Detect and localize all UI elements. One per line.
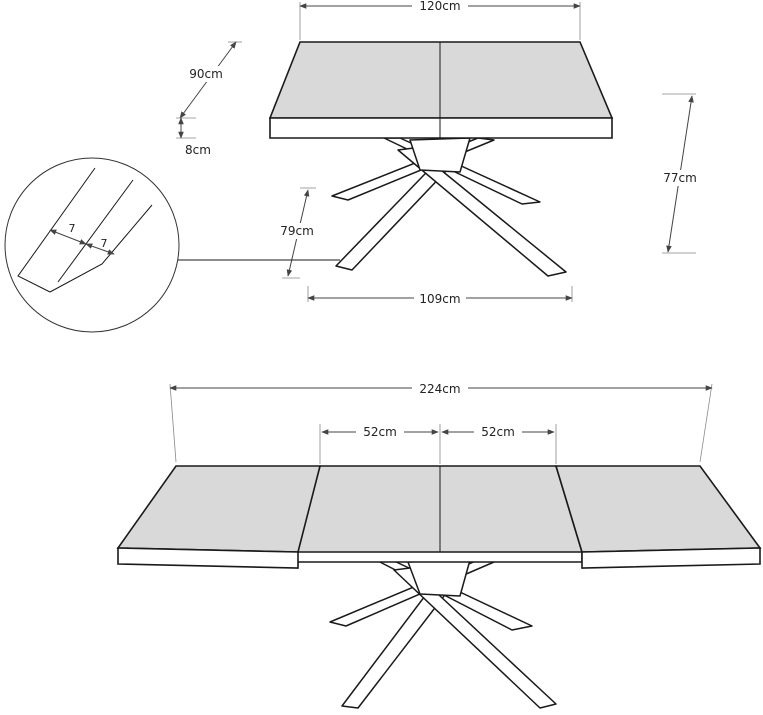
leg-span-dimension: 109cm bbox=[307, 286, 573, 306]
thickness-dimension: 8cm bbox=[176, 117, 211, 157]
closed-table bbox=[268, 41, 614, 277]
extended-table bbox=[116, 465, 762, 709]
total-width-dimension: 224cm bbox=[169, 380, 713, 463]
leg-profile-detail: 7 7 bbox=[4, 157, 340, 333]
extension-dimensions: 52cm 52cm bbox=[319, 424, 557, 464]
extension-left-label: 52cm bbox=[363, 425, 397, 439]
depth-dimension: 90cm bbox=[179, 41, 242, 119]
closed-table-top bbox=[268, 41, 614, 119]
extended-table-legs bbox=[329, 559, 557, 709]
leg-depth-dimension: 79cm bbox=[276, 187, 318, 279]
total-width-label: 224cm bbox=[419, 382, 460, 396]
depth-label: 90cm bbox=[189, 67, 223, 81]
extension-right-label: 52cm bbox=[481, 425, 515, 439]
width-label: 120cm bbox=[419, 0, 460, 13]
thickness-label: 8cm bbox=[185, 143, 211, 157]
width-dimension: 120cm bbox=[299, 0, 581, 40]
left-extension bbox=[116, 465, 322, 553]
right-extension bbox=[554, 465, 762, 553]
closed-table-edge bbox=[269, 117, 613, 139]
leg-span-label: 109cm bbox=[419, 292, 460, 306]
closed-table-legs bbox=[331, 137, 567, 277]
center-panel bbox=[294, 465, 584, 553]
height-dimension: 77cm bbox=[658, 93, 700, 254]
detail-right-label: 7 bbox=[101, 237, 108, 250]
detail-left-label: 7 bbox=[69, 222, 76, 235]
leg-depth-label: 79cm bbox=[280, 224, 314, 238]
height-label: 77cm bbox=[663, 171, 697, 185]
